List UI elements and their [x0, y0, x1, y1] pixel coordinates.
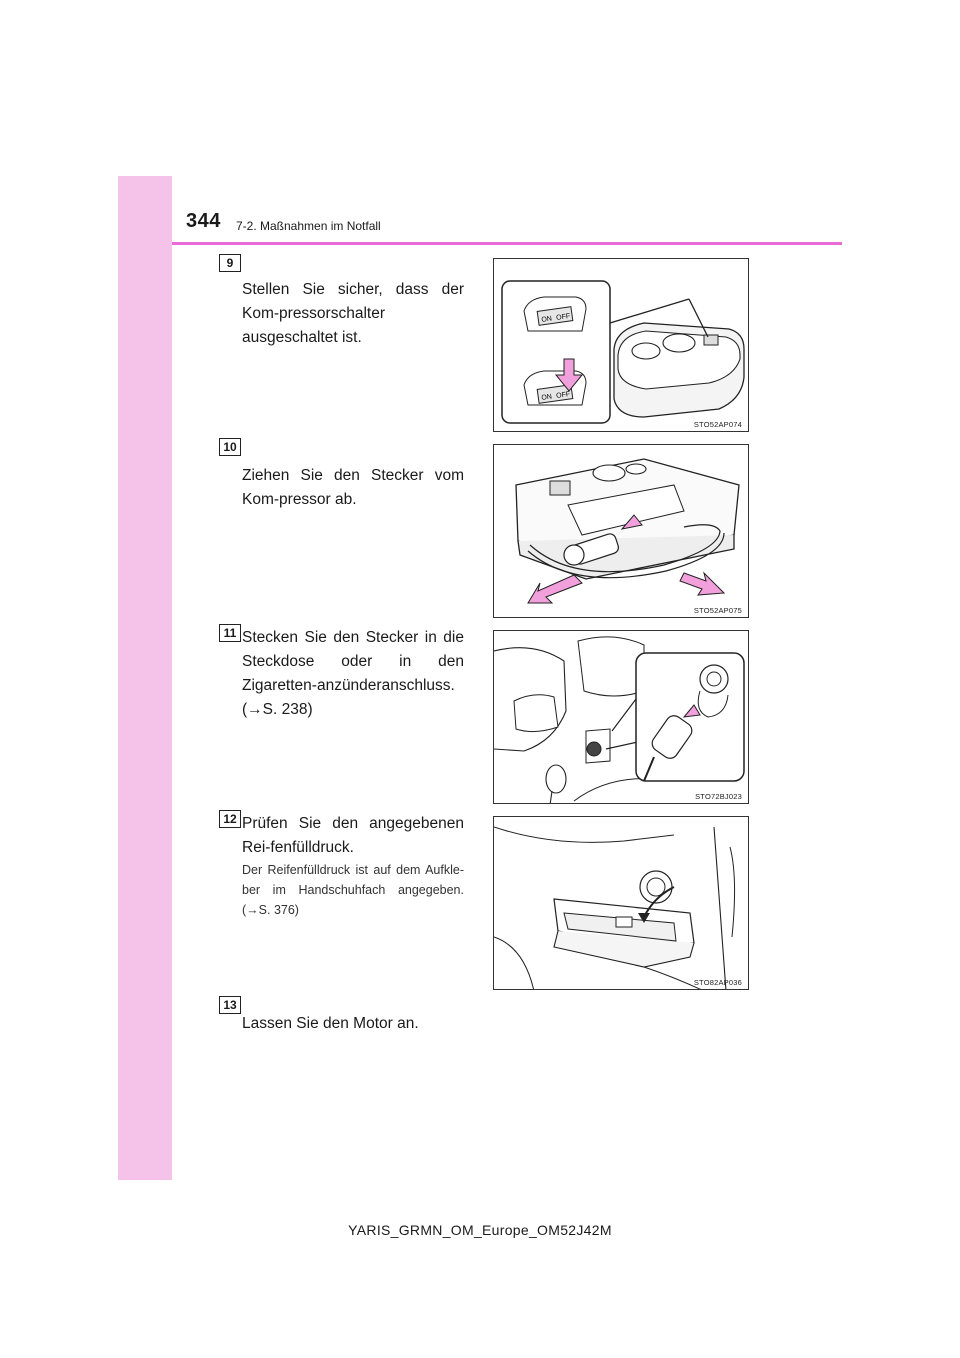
pull-arrow-icon: [527, 574, 583, 604]
power-outlet-illustration: [494, 636, 745, 803]
section-title: 7-2. Maßnahmen im Notfall: [236, 219, 381, 233]
step-11-text: Stecken Sie den Stecker in die Steckdose…: [242, 629, 464, 718]
figure-power-outlet: STO72BJ023: [493, 630, 749, 804]
step-number-9: 9: [219, 254, 241, 272]
figure-code: STO72BJ023: [695, 792, 742, 801]
unplug-illustration: [515, 458, 740, 604]
insert-arrow-icon: [682, 704, 701, 718]
pull-arrow-icon-2: [679, 571, 726, 596]
step-number-11: 11: [219, 624, 241, 642]
glove-box-illustration: [494, 826, 736, 989]
switch-label-off: OFF: [556, 313, 571, 322]
figure-code: STO82AP036: [693, 978, 742, 987]
page-number: 344: [186, 210, 221, 232]
open-arrow-icon: [638, 913, 650, 923]
header-divider: [172, 242, 842, 245]
figure-unplug-compressor: STO52AP075: [493, 444, 749, 618]
document-id-footer: YARIS_GRMN_OM_Europe_OM52J42M: [348, 1222, 612, 1238]
step-number-13: 13: [219, 996, 241, 1014]
switch-label-on: ON: [541, 315, 552, 323]
step-10-text: Ziehen Sie den Stecker vom Kom-pressor a…: [242, 467, 464, 508]
figure-code: STO52AP074: [693, 420, 742, 429]
side-tab-bar: [118, 176, 172, 1180]
compressor-switch-illustration: ON OFF ON OFF: [501, 280, 745, 424]
press-arrow-icon: [554, 358, 584, 392]
figure-glove-box: STO82AP036: [493, 816, 749, 990]
figure-compressor-switch: ON OFF ON OFF STO52AP074: [493, 258, 749, 432]
step-13-text: Lassen Sie den Motor an.: [242, 1015, 419, 1032]
step-9-text: Stellen Sie sicher, dass der Kom-pressor…: [242, 281, 464, 346]
step-12-text: Prüfen Sie den angegebenen Rei-fenfülldr…: [242, 815, 464, 856]
step-number-10: 10: [219, 438, 241, 456]
switch-label-on-2: ON: [541, 393, 552, 401]
figure-code: STO52AP075: [693, 606, 742, 615]
step-12-note: Der Reifenfülldruck ist auf dem Aufkle-b…: [242, 863, 464, 917]
step-number-12: 12: [219, 810, 241, 828]
switch-label-off-2: OFF: [556, 391, 571, 400]
